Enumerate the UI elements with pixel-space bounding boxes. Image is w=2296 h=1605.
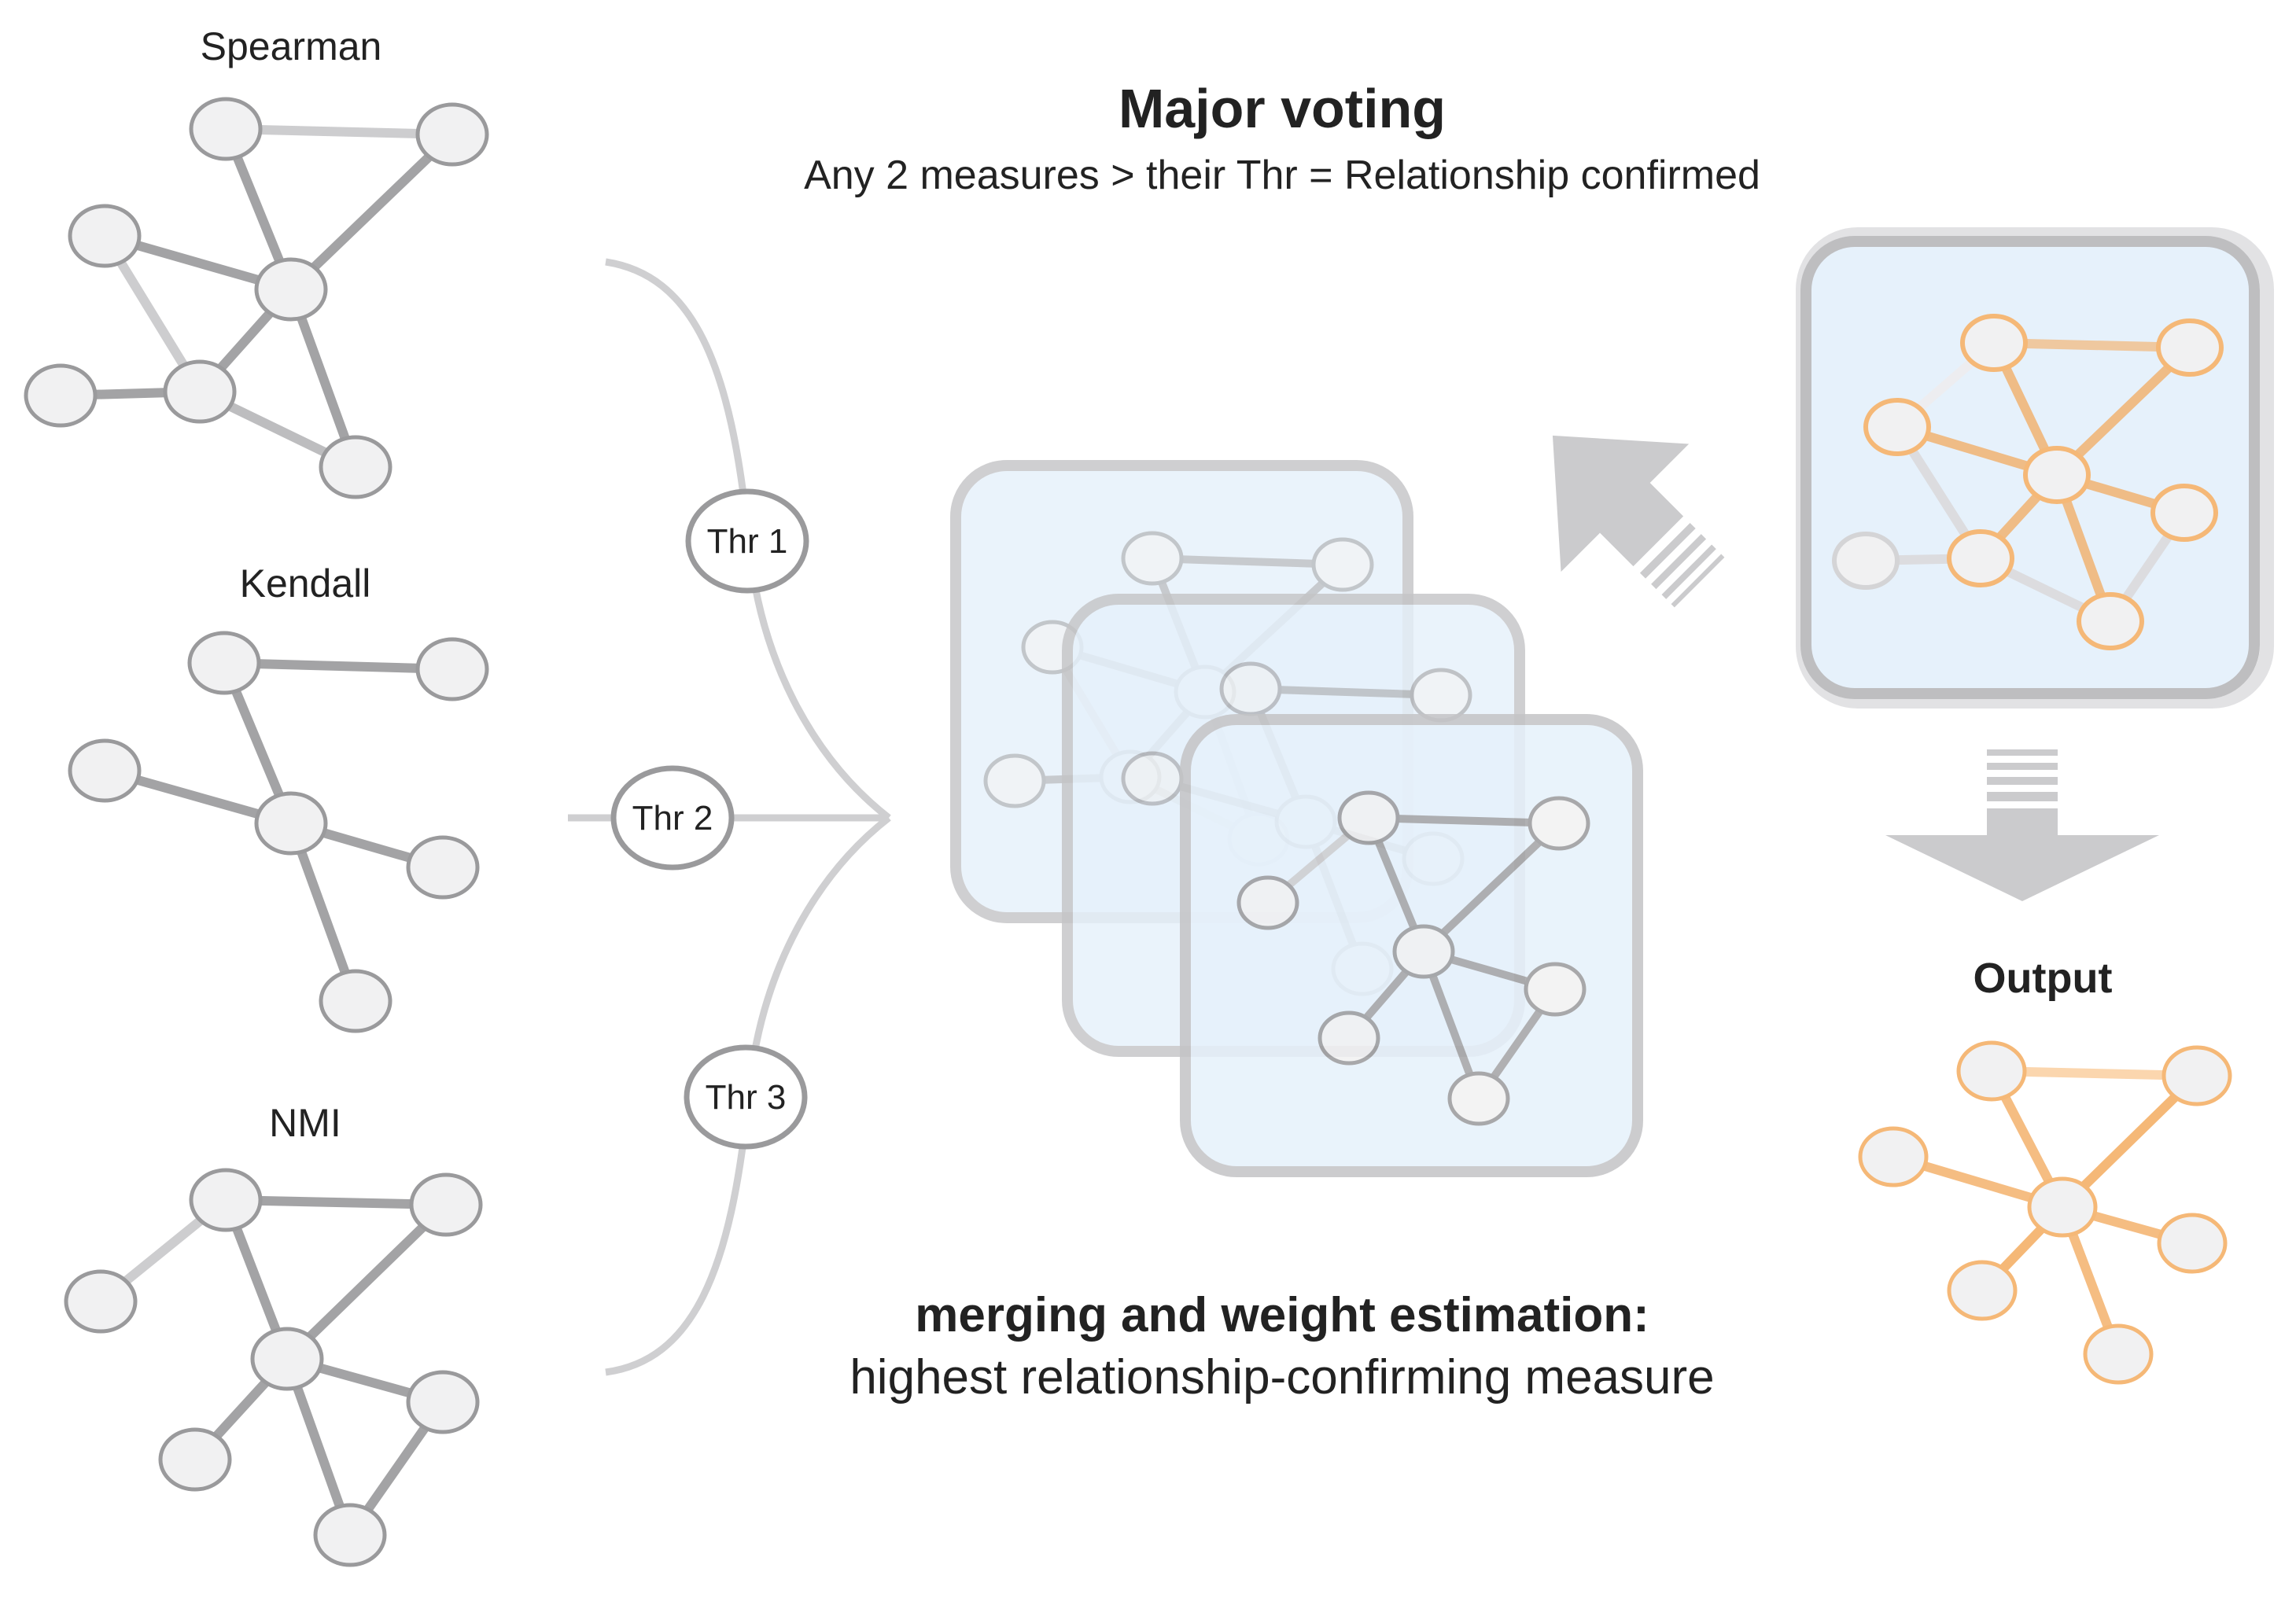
- threshold-oval: [610, 765, 735, 871]
- graph-node: [250, 1327, 324, 1391]
- edge: [1421, 820, 1562, 955]
- threshold-label: Thr 3: [706, 1078, 787, 1117]
- graph-node: [1947, 529, 2014, 587]
- graph-node: [1956, 1040, 2027, 1102]
- arrow-stripe: [1671, 554, 1725, 608]
- graph-node: [1524, 962, 1587, 1017]
- arrow-head: [1552, 435, 1690, 572]
- measure-label-nmi: NMI: [269, 1101, 341, 1145]
- graph-node: [2150, 484, 2218, 542]
- network-spearman: [24, 97, 489, 499]
- measure-label-kendall: Kendall: [240, 561, 371, 606]
- threshold-oval: [684, 1044, 808, 1150]
- graph-node: [1219, 661, 1282, 716]
- threshold-2: Thr 2: [610, 765, 735, 871]
- edge: [286, 130, 457, 294]
- graph-node: [1947, 1260, 2018, 1321]
- graph-node: [406, 1370, 480, 1434]
- graph-node: [254, 791, 328, 856]
- diagram-title: Major voting: [1119, 78, 1446, 139]
- arrow-stripe: [1987, 763, 2058, 770]
- arrow-stripe: [1639, 522, 1696, 579]
- graph-node: [2027, 1176, 2098, 1238]
- arrow-stripe: [1987, 792, 2058, 801]
- threshold-label: Thr 2: [632, 799, 713, 837]
- edge: [219, 658, 457, 674]
- graph-node: [1236, 875, 1299, 930]
- edge: [1152, 554, 1343, 569]
- edge: [221, 1195, 451, 1209]
- edge: [221, 124, 457, 139]
- graph-node: [2157, 1213, 2228, 1274]
- arrow-head: [1885, 808, 2159, 901]
- panel-nmi: [1180, 714, 1643, 1177]
- graph-node: [319, 435, 392, 499]
- graph-node: [254, 257, 328, 322]
- panel-network: [1236, 790, 1590, 1126]
- graph-node: [1337, 790, 1400, 845]
- graph-node: [415, 637, 489, 701]
- graph-node: [1863, 398, 1931, 456]
- graph-node: [68, 738, 142, 803]
- graph-node: [2077, 592, 2144, 650]
- graph-node: [409, 1172, 483, 1237]
- graph-node: [1318, 1010, 1380, 1066]
- graph-node: [1392, 924, 1455, 979]
- graph-node: [2023, 446, 2091, 504]
- graph-node: [68, 204, 142, 268]
- graph-node: [24, 363, 98, 428]
- graph-node: [64, 1269, 138, 1334]
- arrow-stripe: [1651, 534, 1707, 590]
- graph-node: [1121, 531, 1184, 586]
- graph-node: [1832, 532, 1900, 590]
- graph-node: [415, 102, 489, 167]
- arrow-up-right-icon: [1552, 435, 1725, 608]
- graph-node: [189, 97, 263, 161]
- edge: [1250, 685, 1442, 699]
- graph-node: [319, 969, 392, 1033]
- graph-node: [983, 753, 1046, 808]
- merge-subtitle: highest relationship-confirming measure: [849, 1350, 1714, 1404]
- network-kendall: [68, 631, 489, 1033]
- graph-node: [1447, 1071, 1510, 1126]
- threshold-3: Thr 3: [684, 1044, 808, 1150]
- graph-node: [1311, 537, 1374, 592]
- edge: [282, 1200, 451, 1364]
- arrow-down-icon: [1885, 749, 2159, 901]
- merged-network: [1832, 314, 2224, 650]
- graph-node: [1858, 1126, 1929, 1187]
- threshold-1: Thr 1: [685, 488, 809, 594]
- graph-node: [189, 1168, 263, 1232]
- arrow-stripe: [1987, 749, 2058, 756]
- graph-node: [187, 631, 261, 695]
- graph-node: [1528, 796, 1590, 851]
- measure-label-spearman: Spearman: [201, 24, 382, 68]
- graph-node: [163, 359, 237, 424]
- graph-node: [2156, 318, 2224, 377]
- graph-node: [1960, 314, 2028, 372]
- merged-panel: [1796, 227, 2274, 709]
- graph-node: [313, 1503, 387, 1567]
- network-nmi: [64, 1168, 483, 1567]
- graph-node: [406, 835, 480, 900]
- threshold-oval: [685, 488, 809, 594]
- arrow-stripe: [1987, 777, 2058, 785]
- graph-node: [1121, 751, 1184, 806]
- merge-title: merging and weight estimation:: [915, 1288, 1649, 1342]
- diagram-subtitle: Any 2 measures > their Thr = Relationshi…: [804, 153, 1760, 198]
- graph-node: [158, 1427, 232, 1492]
- arrow-stripe: [1661, 544, 1716, 599]
- edge: [1368, 814, 1560, 827]
- stacked-panels: [950, 460, 1643, 1177]
- graph-node: [2083, 1323, 2154, 1385]
- graph-node: [1410, 668, 1472, 723]
- output-label: Output: [1974, 955, 2113, 1002]
- graph-node: [2161, 1045, 2232, 1106]
- threshold-label: Thr 1: [707, 522, 788, 561]
- output-network: [1858, 1040, 2232, 1385]
